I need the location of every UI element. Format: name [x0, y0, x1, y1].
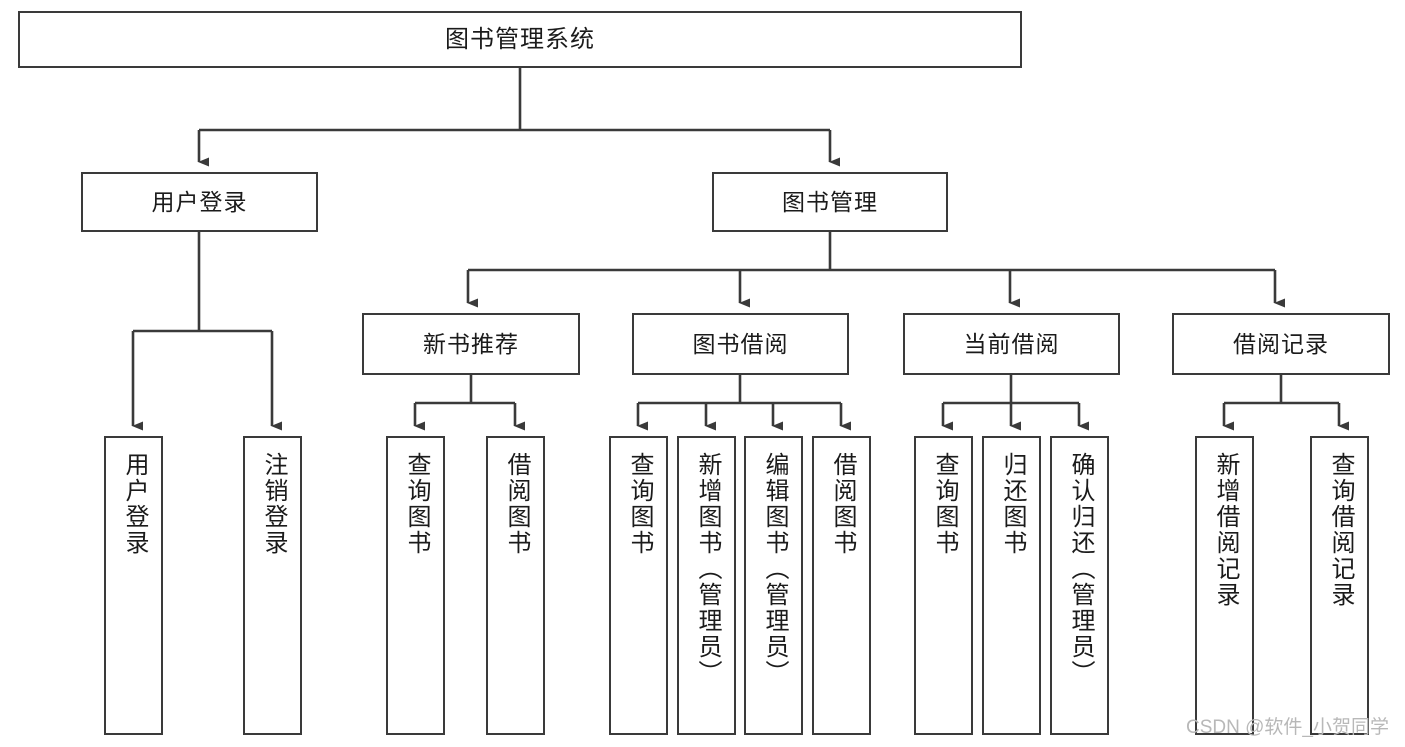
leaf-current-confirm-return-label: 确认归还（管理员）	[1066, 452, 1094, 686]
node-current-borrow-label: 当前借阅	[963, 330, 1060, 357]
node-book-manage[interactable]: 图书管理	[712, 172, 948, 232]
node-book-borrow-label: 图书借阅	[692, 330, 789, 357]
leaf-user-logout-label: 注销登录	[259, 452, 287, 556]
leaf-current-return-book-label: 归还图书	[998, 452, 1026, 556]
node-current-borrow[interactable]: 当前借阅	[903, 313, 1120, 375]
node-user-login[interactable]: 用户登录	[81, 172, 318, 232]
node-book-manage-label: 图书管理	[782, 188, 878, 215]
leaf-user-logout[interactable]: 注销登录	[243, 436, 302, 735]
leaf-borrow-borrow-book[interactable]: 借阅图书	[812, 436, 871, 735]
leaf-borrow-borrow-book-label: 借阅图书	[828, 452, 856, 556]
node-root-label: 图书管理系统	[445, 25, 595, 53]
leaf-record-query-label: 查询借阅记录	[1326, 452, 1354, 608]
leaf-user-login[interactable]: 用户登录	[104, 436, 163, 735]
node-user-login-label: 用户登录	[151, 188, 248, 215]
node-root[interactable]: 图书管理系统	[18, 11, 1022, 68]
leaf-recommend-borrow-book-label: 借阅图书	[502, 452, 530, 556]
leaf-current-confirm-return[interactable]: 确认归还（管理员）	[1050, 436, 1109, 735]
leaf-record-query[interactable]: 查询借阅记录	[1310, 436, 1369, 735]
leaf-borrow-query-book[interactable]: 查询图书	[609, 436, 668, 735]
leaf-borrow-add-book-label: 新增图书（管理员）	[693, 452, 721, 686]
watermark-text: CSDN @软件_小贺同学	[1186, 717, 1389, 738]
node-book-borrow[interactable]: 图书借阅	[632, 313, 849, 375]
leaf-recommend-query-book[interactable]: 查询图书	[386, 436, 445, 735]
leaf-record-add-label: 新增借阅记录	[1211, 452, 1239, 608]
leaf-borrow-edit-book[interactable]: 编辑图书（管理员）	[744, 436, 803, 735]
node-new-book-recommend[interactable]: 新书推荐	[362, 313, 580, 375]
leaf-current-query-book-label: 查询图书	[930, 452, 958, 556]
leaf-borrow-edit-book-label: 编辑图书（管理员）	[760, 452, 788, 686]
node-borrow-record-label: 借阅记录	[1233, 330, 1329, 357]
leaf-record-add[interactable]: 新增借阅记录	[1195, 436, 1254, 735]
leaf-recommend-query-book-label: 查询图书	[402, 452, 430, 556]
leaf-borrow-query-book-label: 查询图书	[625, 452, 653, 556]
leaf-current-query-book[interactable]: 查询图书	[914, 436, 973, 735]
leaf-recommend-borrow-book[interactable]: 借阅图书	[486, 436, 545, 735]
leaf-borrow-add-book[interactable]: 新增图书（管理员）	[677, 436, 736, 735]
node-new-book-recommend-label: 新书推荐	[423, 330, 519, 357]
leaf-current-return-book[interactable]: 归还图书	[982, 436, 1041, 735]
leaf-user-login-label: 用户登录	[120, 452, 148, 556]
node-borrow-record[interactable]: 借阅记录	[1172, 313, 1390, 375]
